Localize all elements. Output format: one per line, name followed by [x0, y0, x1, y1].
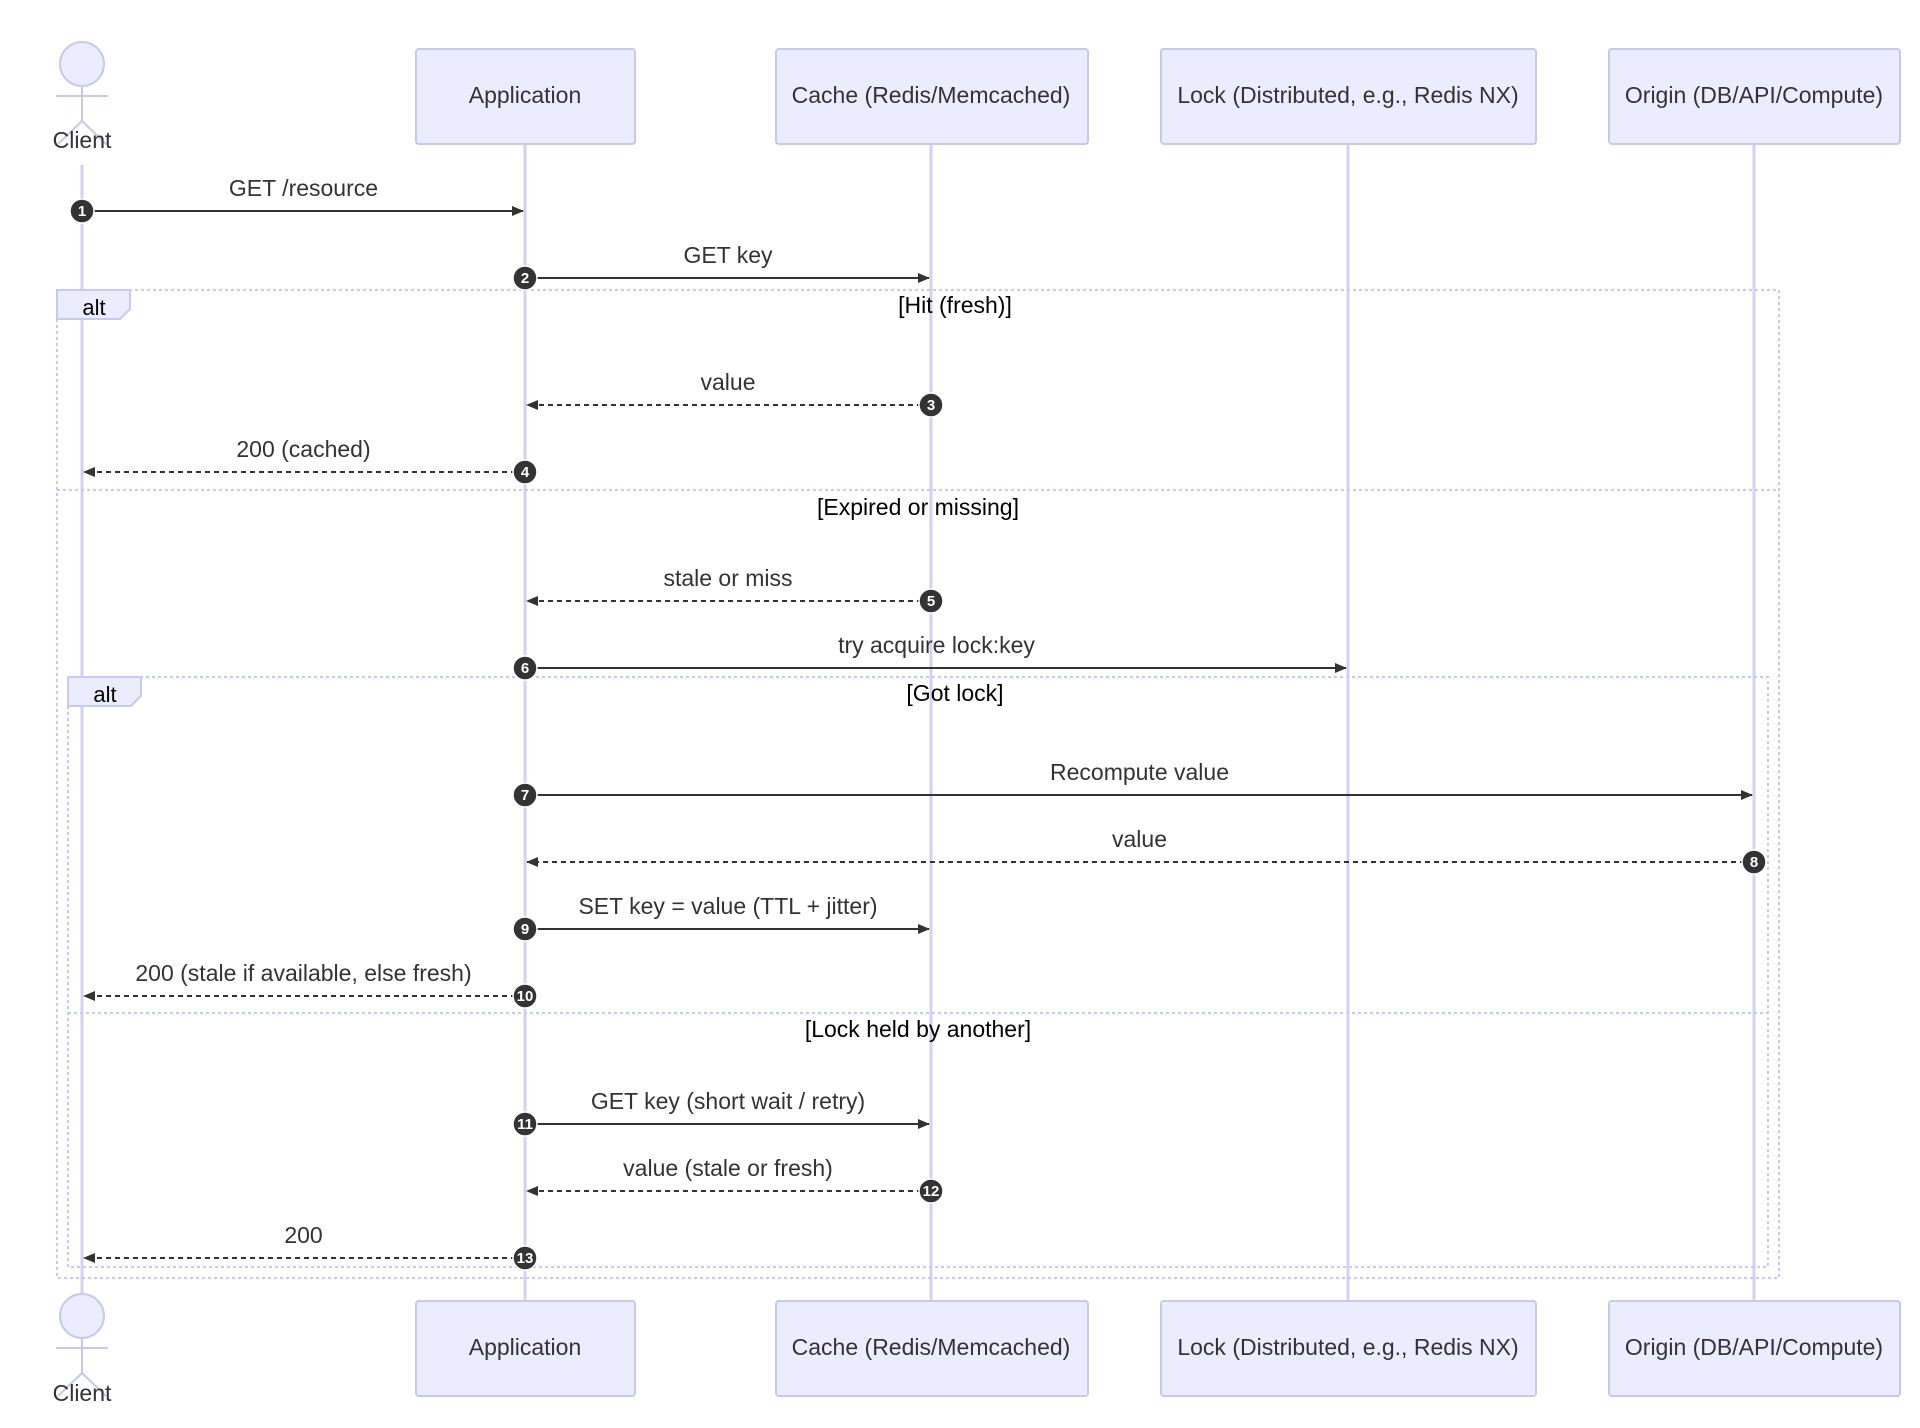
message-3: value 3: [526, 369, 944, 418]
alt-fragment-outer-section-1: [Hit (fresh)]: [898, 292, 1012, 318]
alt-fragment-inner-section-2: [Lock held by another]: [805, 1016, 1031, 1042]
message-10: 200 (stale if available, else fresh) 10: [83, 960, 538, 1009]
message-label: 200: [284, 1222, 322, 1248]
alt-fragment-inner: [67, 676, 1769, 1268]
sequence-number: 13: [517, 1250, 534, 1267]
sequence-number-badge: [512, 459, 538, 485]
message-1: GET /resource 1: [69, 175, 524, 224]
sequence-number-badge: [512, 265, 538, 291]
sequence-number: 10: [517, 988, 534, 1005]
sequence-number-badge: [1741, 849, 1767, 875]
message-5: stale or miss 5: [526, 565, 944, 614]
participant-origin-bottom: Origin (DB/API/Compute): [1608, 1300, 1901, 1397]
alt-fragment-outer: [56, 289, 1780, 1279]
participant-lock-bottom: Lock (Distributed, e.g., Redis NX): [1160, 1300, 1537, 1397]
message-label: stale or miss: [663, 565, 792, 591]
actor-head-icon: [59, 1293, 105, 1339]
sequence-number-badge: [918, 392, 944, 418]
actor-head-icon: [59, 41, 105, 87]
sequence-number: 4: [521, 464, 530, 481]
sequence-number-badge: [512, 1111, 538, 1137]
sequence-number-badge: [512, 983, 538, 1009]
sequence-number-badge: [69, 198, 95, 224]
participant-cache-bottom: Cache (Redis/Memcached): [775, 1300, 1089, 1397]
message-label: value: [701, 369, 756, 395]
message-7: Recompute value 7: [512, 759, 1753, 808]
message-9: SET key = value (TTL + jitter) 9: [512, 893, 930, 942]
message-label: try acquire lock:key: [838, 632, 1035, 658]
alt-fragment-outer-keyword: alt: [82, 295, 105, 320]
alt-fragment-outer-tab: [56, 289, 131, 320]
message-label: GET /resource: [229, 175, 378, 201]
sequence-number: 1: [78, 203, 86, 220]
sequence-number: 8: [1750, 854, 1758, 871]
sequence-number: 6: [521, 660, 529, 677]
message-8: value 8: [526, 826, 1767, 875]
message-13: 200 13: [83, 1222, 538, 1271]
alt-fragment-inner-keyword: alt: [93, 682, 116, 707]
alt-fragment-outer-section-2: [Expired or missing]: [817, 494, 1019, 520]
participant-cache-top: Cache (Redis/Memcached): [775, 48, 1089, 145]
participant-label: Lock (Distributed, e.g., Redis NX): [1177, 1334, 1518, 1360]
message-2: GET key 2: [512, 242, 930, 291]
sequence-number: 11: [517, 1116, 533, 1133]
participant-origin-top: Origin (DB/API/Compute): [1608, 48, 1901, 145]
sequence-number-badge: [512, 916, 538, 942]
alt-fragment-inner-section-1: [Got lock]: [906, 680, 1003, 706]
sequence-number: 3: [927, 397, 935, 414]
participant-label: Lock (Distributed, e.g., Redis NX): [1177, 82, 1518, 108]
participant-label: Application: [469, 1334, 582, 1360]
sequence-number-badge: [918, 1178, 944, 1204]
participant-label: Client: [53, 127, 112, 153]
participant-label: Client: [53, 1380, 112, 1406]
message-label: GET key (short wait / retry): [591, 1088, 865, 1114]
sequence-number-badge: [512, 655, 538, 681]
message-label: 200 (cached): [236, 436, 370, 462]
message-6: try acquire lock:key 6: [512, 632, 1347, 681]
message-label: GET key: [683, 242, 773, 268]
participant-label: Origin (DB/API/Compute): [1625, 82, 1883, 108]
message-label: SET key = value (TTL + jitter): [578, 893, 877, 919]
sequence-number: 5: [927, 593, 935, 610]
participant-lock-top: Lock (Distributed, e.g., Redis NX): [1160, 48, 1537, 145]
message-label: value (stale or fresh): [623, 1155, 833, 1181]
participant-client-top: Client: [53, 41, 112, 153]
message-12: value (stale or fresh) 12: [526, 1155, 944, 1204]
sequence-number: 7: [521, 787, 529, 804]
participant-label: Application: [469, 82, 582, 108]
alt-fragment-inner-tab: [67, 676, 142, 707]
sequence-number-badge: [512, 1245, 538, 1271]
participant-app-bottom: Application: [415, 1300, 636, 1397]
message-label: Recompute value: [1050, 759, 1229, 785]
participant-client-bottom: Client: [53, 1293, 112, 1406]
participant-app-top: Application: [415, 48, 636, 145]
sequence-number-badge: [918, 588, 944, 614]
sequence-number: 12: [923, 1183, 940, 1200]
message-11: GET key (short wait / retry) 11: [512, 1088, 930, 1137]
message-4: 200 (cached) 4: [83, 436, 538, 485]
participant-label: Origin (DB/API/Compute): [1625, 1334, 1883, 1360]
sequence-number: 9: [521, 921, 529, 938]
participant-label: Cache (Redis/Memcached): [792, 82, 1071, 108]
sequence-number: 2: [521, 270, 529, 287]
sequence-number-badge: [512, 782, 538, 808]
message-label: 200 (stale if available, else fresh): [135, 960, 471, 986]
participant-label: Cache (Redis/Memcached): [792, 1334, 1071, 1360]
message-label: value: [1112, 826, 1167, 852]
